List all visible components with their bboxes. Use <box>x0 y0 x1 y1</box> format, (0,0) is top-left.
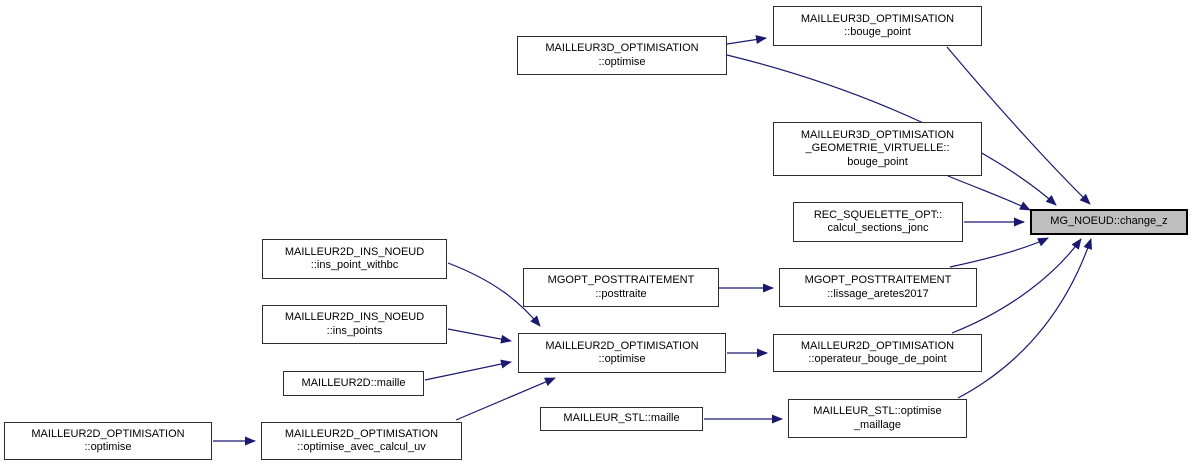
node-mg-noeud-change-z: MG_NOEUD::change_z <box>1030 209 1188 235</box>
node-mgopt-posttraitement-posttraite[interactable]: MGOPT_POSTTRAITEMENT ::posttraite <box>523 268 719 307</box>
node-label: MAILLEUR2D_INS_NOEUD ::ins_point_withbc <box>284 245 425 272</box>
node-label: MAILLEUR2D_OPTIMISATION ::optimise <box>545 339 699 366</box>
node-label: MGOPT_POSTTRAITEMENT ::lissage_aretes201… <box>804 274 952 300</box>
node-label: MAILLEUR_STL::optimise _maillage <box>813 405 942 431</box>
node-label: MAILLEUR2D_OPTIMISATION ::optimise <box>31 427 185 454</box>
edge-bouge-point3d-to-change-z <box>946 46 1091 205</box>
edge-optimise-maillage-to-change-z <box>957 238 1092 399</box>
node-mailleur-stl-maille[interactable]: MAILLEUR_STL::maille <box>540 407 703 431</box>
node-mailleur2d-optimisation-operateur-bouge-de-point[interactable]: MAILLEUR2D_OPTIMISATION ::operateur_boug… <box>773 334 982 372</box>
node-label: MAILLEUR2D_OPTIMISATION ::operateur_boug… <box>800 339 955 366</box>
node-mgopt-posttraitement-lissage-aretes2017[interactable]: MGOPT_POSTTRAITEMENT ::lissage_aretes201… <box>779 268 977 307</box>
node-label: MAILLEUR2D_OPTIMISATION ::optimise_avec_… <box>284 427 439 454</box>
node-mailleur2d-maille[interactable]: MAILLEUR2D::maille <box>283 371 424 396</box>
node-mailleur2d-optimisation-optimise-mid[interactable]: MAILLEUR2D_OPTIMISATION ::optimise <box>518 333 726 373</box>
node-mailleur2d-optimisation-optimise-bottom[interactable]: MAILLEUR2D_OPTIMISATION ::optimise <box>4 422 212 460</box>
node-label: MAILLEUR3D_OPTIMISATION _GEOMETRIE_VIRTU… <box>800 128 955 168</box>
node-mailleur3d-optimisation-optimise[interactable]: MAILLEUR3D_OPTIMISATION ::optimise <box>517 36 727 75</box>
edge-ins-points-to-optimise2d <box>447 328 512 344</box>
edge-optimise-avec-calcul-uv-to-optimise2d <box>455 377 556 421</box>
node-label: REC_SQUELETTE_OPT:: calcul_sections_jonc <box>813 208 943 235</box>
edge-optimise3d-to-bouge-point3d <box>726 35 767 45</box>
node-label: MGOPT_POSTTRAITEMENT ::posttraite <box>547 274 695 300</box>
edge-operateur-bouge-de-point-to-change-z <box>951 238 1082 334</box>
edge-geometrie-virtuelle-to-change-z <box>947 175 1031 211</box>
edge-lissage-aretes2017-to-change-z <box>949 237 1049 268</box>
node-rec-squelette-opt-calcul-sections-jonc[interactable]: REC_SQUELETTE_OPT:: calcul_sections_jonc <box>793 202 963 242</box>
node-label: MAILLEUR3D_OPTIMISATION ::bouge_point <box>800 12 955 39</box>
node-label: MAILLEUR2D::maille <box>301 376 406 389</box>
node-mailleur-stl-optimise-maillage[interactable]: MAILLEUR_STL::optimise _maillage <box>788 399 967 438</box>
node-mailleur2d-optimisation-optimise-avec-calcul-uv[interactable]: MAILLEUR2D_OPTIMISATION ::optimise_avec_… <box>261 422 462 460</box>
node-label: MG_NOEUD::change_z <box>1050 215 1168 228</box>
node-mailleur3d-optimisation-geometrie-virtuelle-bouge-point[interactable]: MAILLEUR3D_OPTIMISATION _GEOMETRIE_VIRTU… <box>773 122 982 176</box>
node-label: MAILLEUR2D_INS_NOEUD ::ins_points <box>284 311 425 337</box>
edge-maille2d-to-optimise2d <box>424 359 512 381</box>
node-label: MAILLEUR3D_OPTIMISATION ::optimise <box>545 42 699 68</box>
edge-ins-point-withbc-to-optimise2d <box>447 262 541 327</box>
node-mailleur2d-ins-noeud-ins-points[interactable]: MAILLEUR2D_INS_NOEUD ::ins_points <box>262 305 447 344</box>
node-mailleur3d-optimisation-bouge-point[interactable]: MAILLEUR3D_OPTIMISATION ::bouge_point <box>773 6 982 46</box>
node-mailleur2d-ins-noeud-ins-point-withbc[interactable]: MAILLEUR2D_INS_NOEUD ::ins_point_withbc <box>262 239 447 279</box>
node-label: MAILLEUR_STL::maille <box>563 412 680 425</box>
